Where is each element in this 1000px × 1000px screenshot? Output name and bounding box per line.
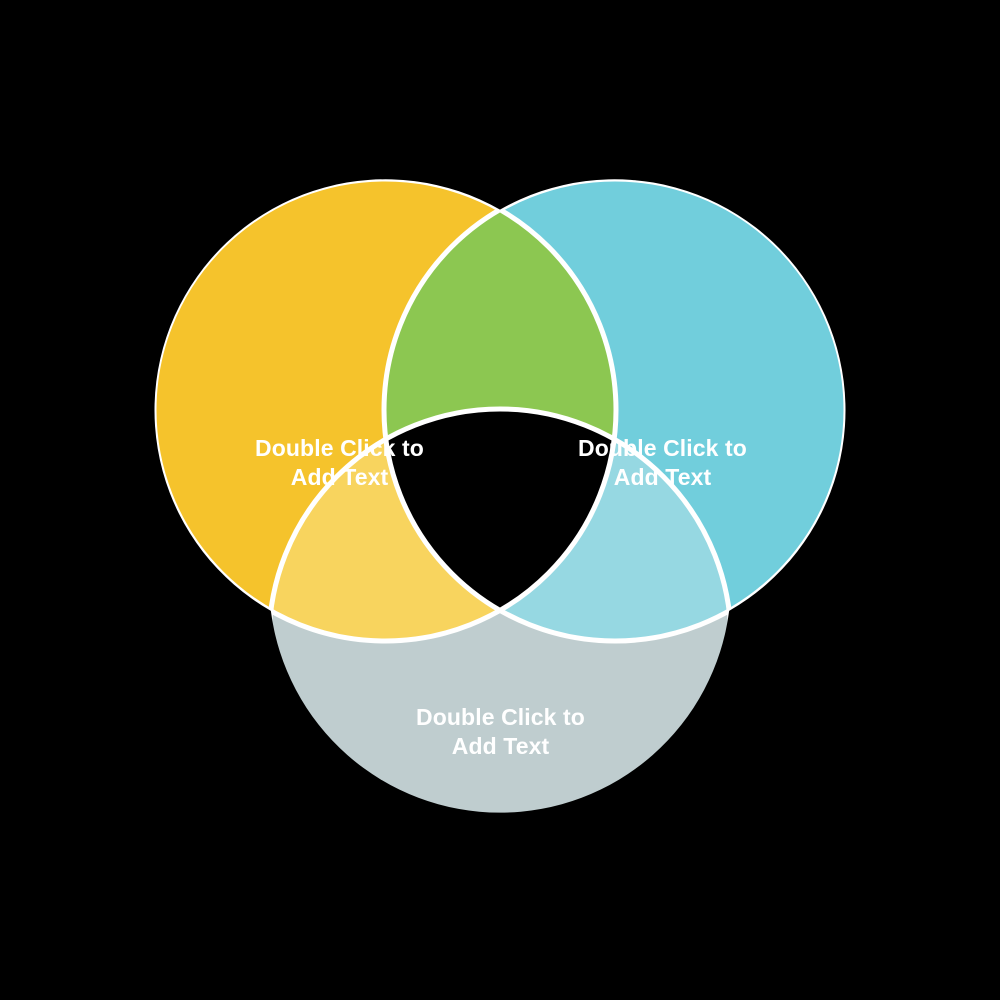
set-bottom-label[interactable]: Double Click to Add Text	[416, 704, 585, 760]
set-left-label[interactable]: Double Click to Add Text	[255, 435, 424, 491]
set-right-label[interactable]: Double Click to Add Text	[578, 435, 747, 491]
